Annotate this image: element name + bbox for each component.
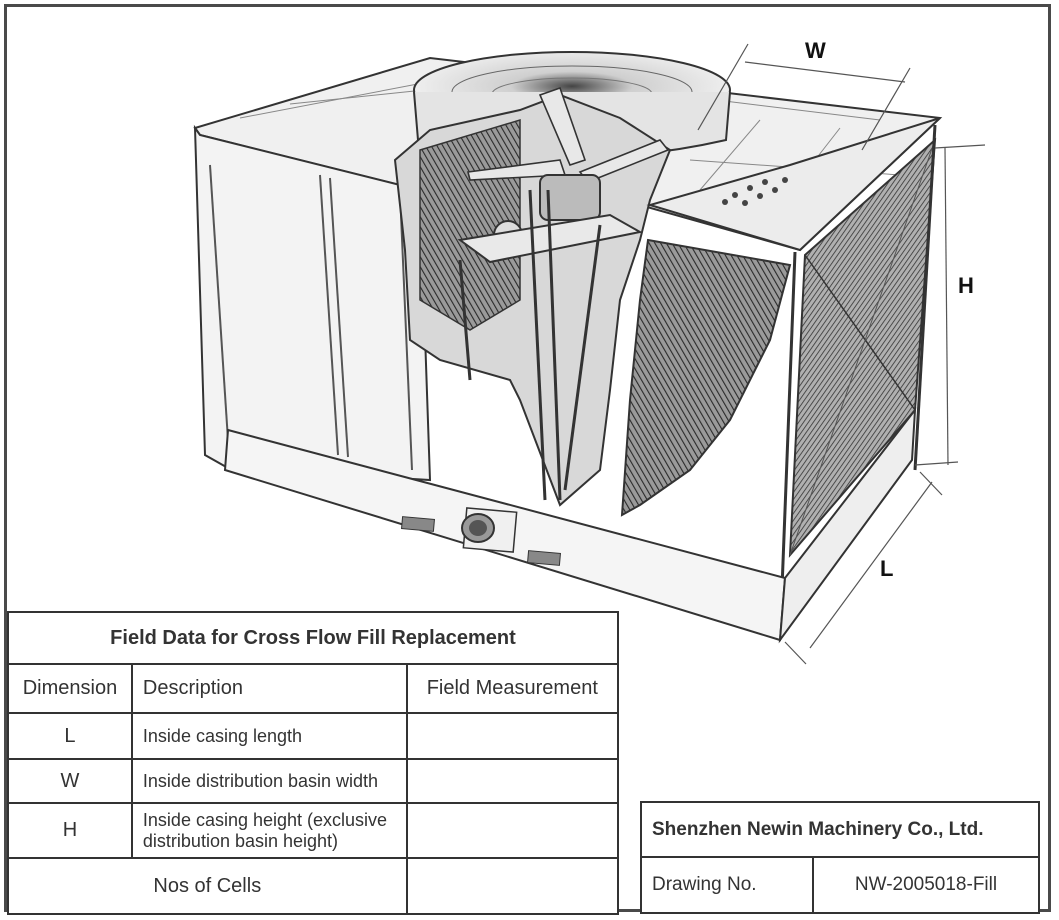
row-l-dimension: L [7, 712, 133, 760]
header-field-measurement: Field Measurement [405, 663, 620, 714]
field-data-table: Field Data for Cross Flow Fill Replaceme… [7, 611, 620, 915]
nos-of-cells-value[interactable] [405, 857, 620, 915]
width-dimension-label: W [805, 38, 826, 63]
row-w-dimension: W [7, 758, 133, 804]
drawing-number-label: Drawing No. [640, 856, 814, 914]
row-h-measurement[interactable] [405, 802, 620, 859]
row-h-description: Inside casing height (exclusive distribu… [130, 802, 408, 859]
dimension-lines [697, 43, 986, 665]
row-l-measurement[interactable] [405, 712, 620, 760]
row-l-description: Inside casing length [130, 712, 408, 760]
distribution-basin [646, 117, 941, 252]
nos-of-cells-label: Nos of Cells [7, 857, 408, 915]
row-w-description: Inside distribution basin width [130, 758, 408, 804]
row-w-measurement[interactable] [405, 758, 620, 804]
row-h-description-line2: distribution basin height) [142, 830, 339, 851]
row-h-description-line1: Inside casing height (exclusive [142, 809, 388, 830]
height-dimension-label: H [958, 273, 974, 298]
left-casing [193, 124, 432, 482]
title-block: Shenzhen Newin Machinery Co., Ltd. Drawi… [640, 801, 1040, 914]
company-name: Shenzhen Newin Machinery Co., Ltd. [640, 801, 1040, 858]
fill-pack [620, 238, 792, 517]
length-dimension-label: L [880, 556, 894, 581]
header-description: Description [130, 663, 408, 714]
drawing-number-value: NW-2005018-Fill [812, 856, 1040, 914]
header-dimension: Dimension [7, 663, 133, 714]
row-h-dimension: H [7, 802, 133, 859]
field-data-title: Field Data for Cross Flow Fill Replaceme… [7, 611, 619, 665]
